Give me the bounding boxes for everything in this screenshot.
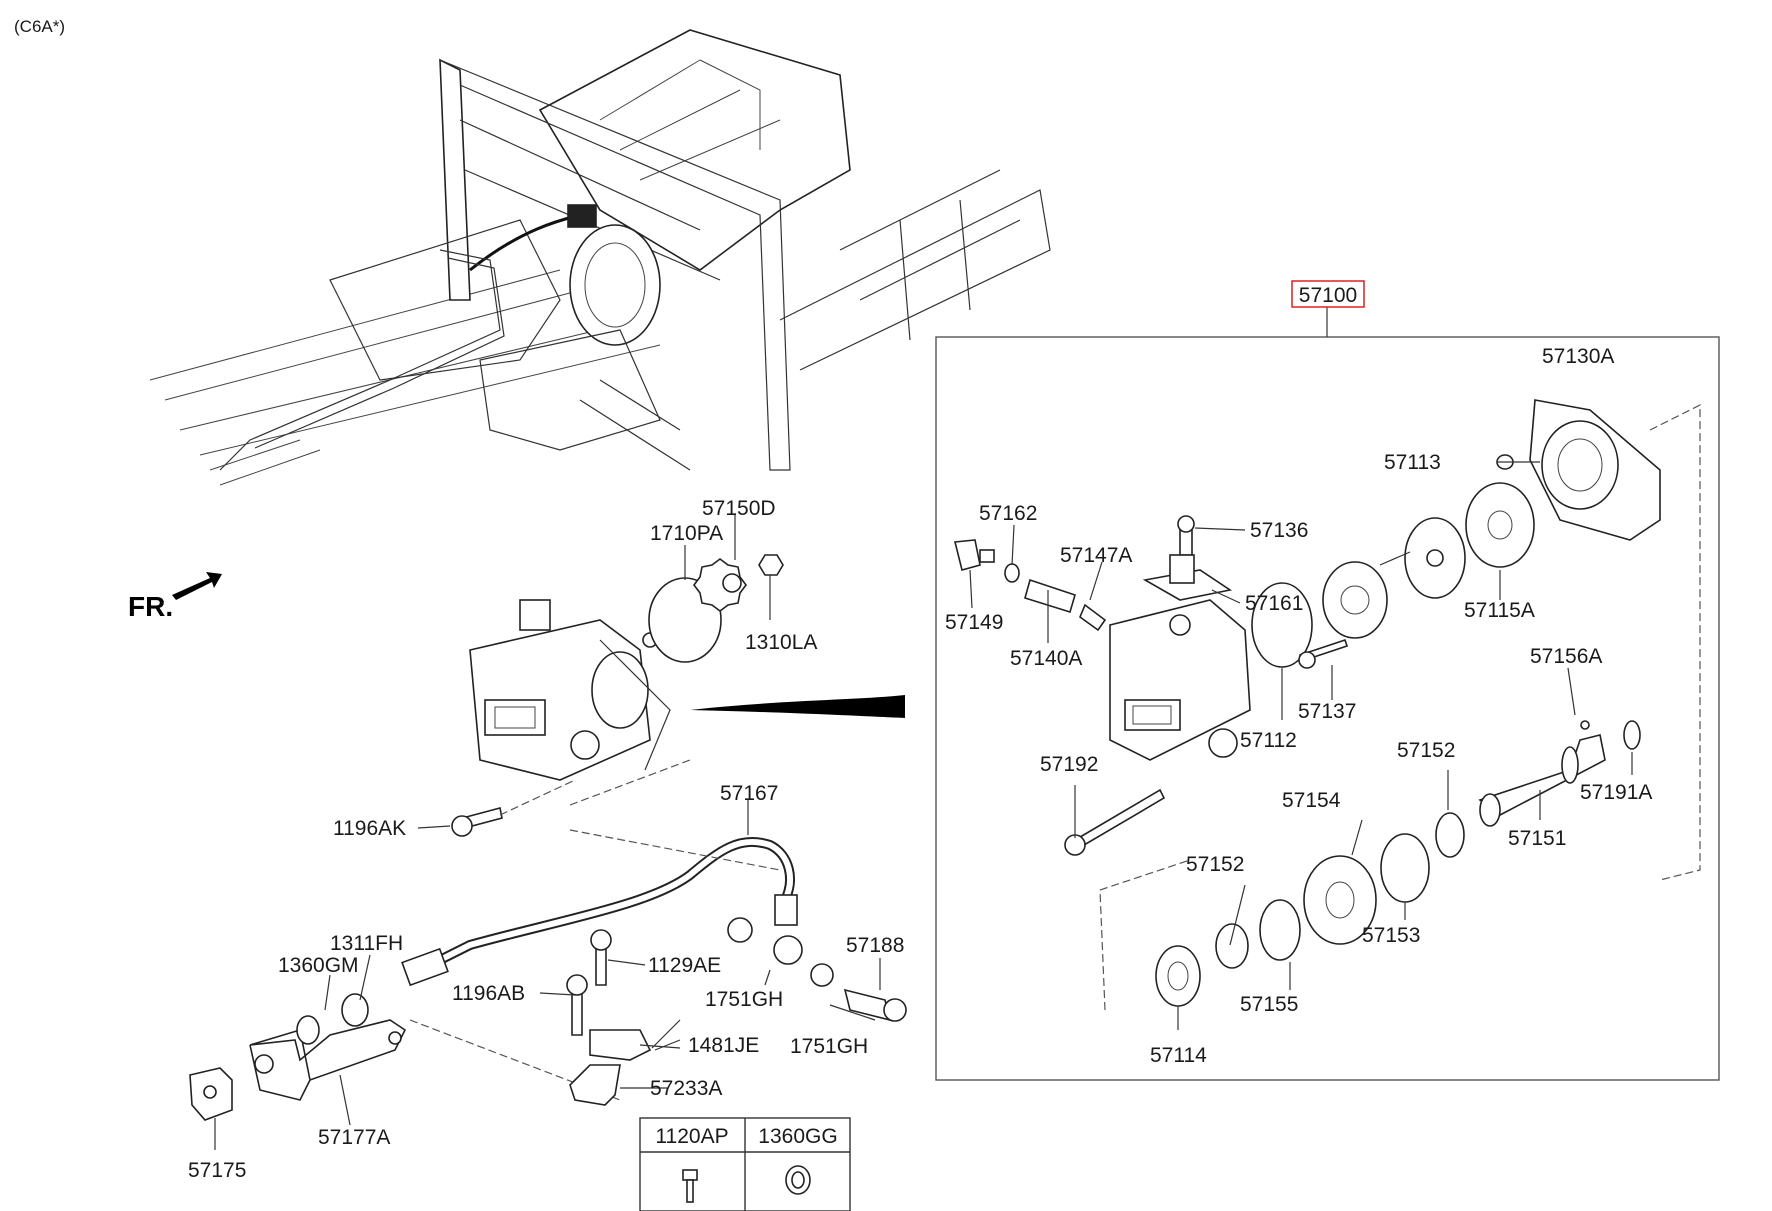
front-arrow-icon — [172, 572, 222, 600]
pressure-hose-drawing — [401, 829, 907, 1101]
exploded-view: 57100 — [935, 280, 1720, 1081]
label-57162[interactable]: 57162 — [979, 502, 1037, 525]
label-57167[interactable]: 57167 — [720, 782, 778, 805]
legend-col2-label: 1360GG — [758, 1125, 837, 1148]
label-57153[interactable]: 57153 — [1362, 924, 1420, 947]
fastener-legend-table: 1120AP 1360GG — [639, 1117, 851, 1211]
label-57152-upper[interactable]: 57152 — [1397, 739, 1455, 762]
legend-col1-label: 1120AP — [655, 1125, 728, 1148]
label-1710PA[interactable]: 1710PA — [650, 522, 723, 545]
label-57177A[interactable]: 57177A — [318, 1126, 390, 1149]
washer-icon — [785, 1165, 811, 1195]
part-labels: 57130A 57113 57162 57136 57147A 57161 57… — [188, 345, 1652, 1182]
label-57140A[interactable]: 57140A — [1010, 647, 1082, 670]
front-direction-indicator: FR. — [128, 572, 222, 622]
label-1751GH-left[interactable]: 1751GH — [705, 988, 783, 1011]
front-direction-label: FR. — [128, 591, 173, 622]
label-1751GH-right[interactable]: 1751GH — [790, 1035, 868, 1058]
label-1129AE[interactable]: 1129AE — [648, 954, 721, 977]
power-steering-pump-installed — [469, 599, 671, 781]
label-57152-lower[interactable]: 57152 — [1186, 853, 1244, 876]
label-57233A[interactable]: 57233A — [650, 1077, 722, 1100]
label-57112[interactable]: 57112 — [1240, 729, 1297, 752]
label-57115A[interactable]: 57115A — [1464, 599, 1535, 622]
label-57114[interactable]: 57114 — [1150, 1044, 1207, 1067]
exploded-view-pointer — [690, 695, 905, 718]
label-57130A[interactable]: 57130A — [1542, 345, 1614, 368]
label-57156A[interactable]: 57156A — [1530, 645, 1602, 668]
diagram-code: (C6A*) — [14, 17, 65, 36]
label-57154[interactable]: 57154 — [1282, 789, 1341, 812]
label-57161[interactable]: 57161 — [1245, 592, 1303, 615]
label-57136[interactable]: 57136 — [1250, 519, 1308, 542]
vehicle-frame-illustration — [149, 29, 1051, 486]
assembly-part-number[interactable]: 57100 — [1299, 284, 1357, 307]
assembly-highlight-box — [1291, 280, 1365, 308]
label-57191A[interactable]: 57191A — [1580, 781, 1652, 804]
label-57113[interactable]: 57113 — [1384, 451, 1441, 474]
label-1360GM[interactable]: 1360GM — [278, 954, 359, 977]
label-57149[interactable]: 57149 — [945, 611, 1003, 634]
bracket-and-clamp-drawing — [189, 929, 652, 1121]
bolt-icon — [682, 1169, 698, 1203]
label-1481JE[interactable]: 1481JE — [688, 1034, 759, 1057]
label-57188[interactable]: 57188 — [846, 934, 904, 957]
label-1196AK[interactable]: 1196AK — [333, 817, 406, 840]
label-1310LA[interactable]: 1310LA — [745, 631, 817, 654]
label-1196AB[interactable]: 1196AB — [452, 982, 525, 1005]
label-1311FH[interactable]: 1311FH — [330, 932, 403, 955]
bolt-1196ak-drawing — [451, 759, 691, 837]
label-57155[interactable]: 57155 — [1240, 993, 1298, 1016]
label-57150D[interactable]: 57150D — [702, 497, 776, 520]
label-57137[interactable]: 57137 — [1298, 700, 1356, 723]
label-57192[interactable]: 57192 — [1040, 753, 1098, 776]
label-57151[interactable]: 57151 — [1508, 827, 1566, 850]
label-57175[interactable]: 57175 — [188, 1159, 246, 1182]
leader-lines — [214, 461, 1633, 1150]
label-57147A[interactable]: 57147A — [1060, 544, 1132, 567]
